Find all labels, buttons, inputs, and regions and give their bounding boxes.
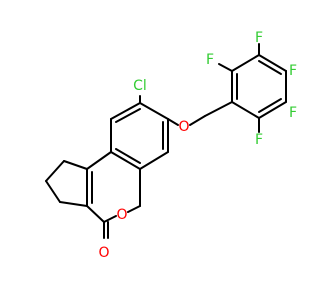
bond-double: [115, 148, 141, 164]
fluorine-label-para: F: [289, 63, 297, 79]
bond: [45, 180, 61, 203]
molecule-structure: Cl O O O F F F F F: [45, 30, 297, 261]
bond: [189, 115, 206, 126]
bond-double: [115, 108, 141, 123]
bond: [258, 54, 287, 72]
bond: [86, 151, 112, 170]
fluorine-label-meta-top: F: [255, 30, 263, 46]
bond: [86, 205, 105, 223]
atom-labels: Cl O O O F F F F F: [98, 30, 297, 261]
bond-double: [258, 98, 282, 113]
bond: [231, 54, 260, 72]
bond: [167, 118, 179, 126]
bond: [231, 101, 260, 119]
bond: [139, 102, 169, 120]
chlorine-label: Cl: [133, 78, 147, 94]
fluorine-label-ortho-bottom: F: [255, 132, 263, 148]
bonds: [45, 43, 287, 239]
bond: [45, 160, 65, 182]
bond: [59, 201, 88, 207]
bond: [258, 101, 287, 119]
bond: [139, 151, 169, 170]
ring-oxygen-label: O: [116, 207, 127, 223]
bond-double: [258, 60, 282, 75]
bond: [63, 160, 88, 170]
bond: [127, 205, 141, 213]
bond: [204, 101, 233, 117]
bond: [218, 63, 233, 72]
fluorine-label-ortho-top: F: [206, 52, 214, 68]
fluorine-label-meta-bottom: F: [289, 105, 297, 121]
bond: [110, 102, 141, 120]
bond: [103, 215, 117, 223]
carbonyl-oxygen-label: O: [98, 245, 109, 261]
ether-oxygen-label: O: [178, 119, 189, 135]
bond: [110, 151, 141, 170]
